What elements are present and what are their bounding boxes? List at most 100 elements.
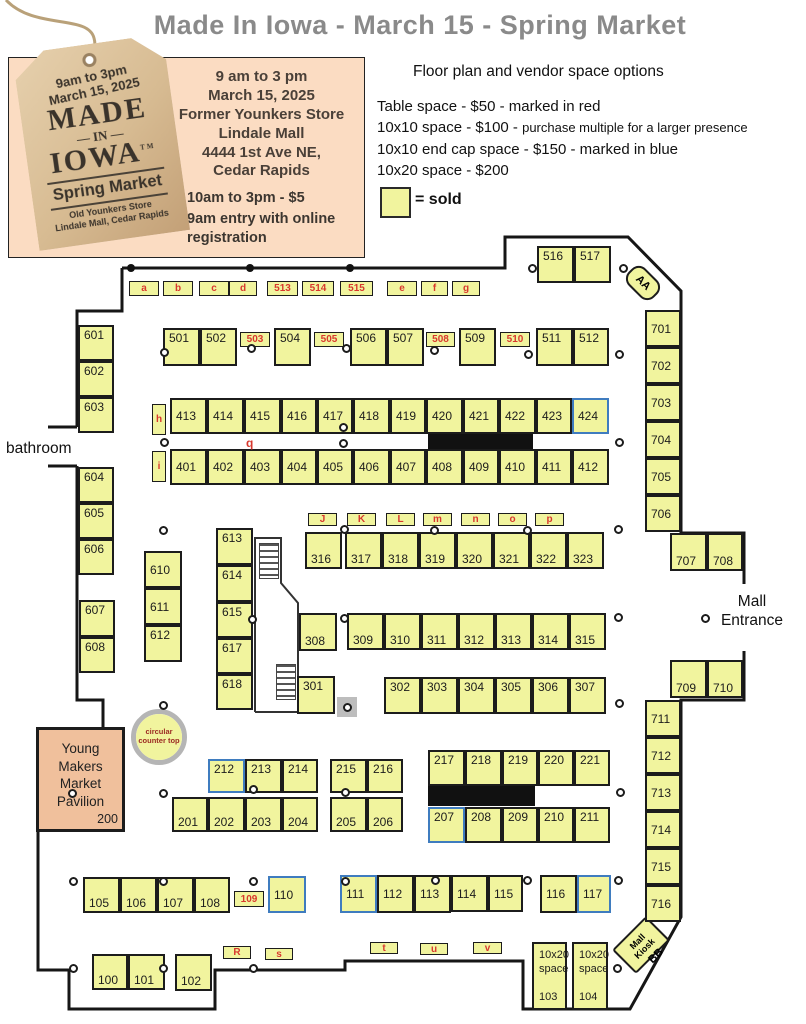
space-305: 305 bbox=[495, 677, 532, 714]
admission-early: 9am entry with online registration bbox=[187, 210, 369, 248]
bathroom-label: bathroom bbox=[6, 440, 72, 457]
sold-label: = sold bbox=[415, 191, 462, 208]
space-705: 705 bbox=[645, 458, 681, 495]
space-323: 323 bbox=[567, 532, 604, 569]
space-109: 109 bbox=[234, 891, 264, 907]
wall-post bbox=[127, 264, 135, 272]
space-604: 604 bbox=[78, 467, 114, 503]
legend-10x20-space: 10x20 space - $200 bbox=[377, 161, 509, 179]
space-701: 701 bbox=[645, 310, 681, 347]
space-200-pavilion: Young Makers Market Pavilion 200 bbox=[36, 727, 125, 832]
space-517: 517 bbox=[574, 246, 611, 283]
pillar bbox=[159, 789, 168, 798]
space-d: d bbox=[229, 281, 257, 296]
tag-hole bbox=[82, 52, 98, 68]
space-212: 212 bbox=[208, 759, 245, 793]
space-114: 114 bbox=[451, 875, 488, 912]
space-100: 100 bbox=[92, 954, 128, 990]
wall-post bbox=[246, 264, 254, 272]
space-308: 308 bbox=[299, 613, 337, 651]
space-716: 716 bbox=[645, 885, 681, 922]
space-606: 606 bbox=[78, 539, 114, 575]
pillar bbox=[249, 785, 258, 794]
space-610: 610 bbox=[144, 551, 182, 588]
space-421: 421 bbox=[463, 398, 499, 434]
space-112: 112 bbox=[377, 875, 414, 913]
space-714: 714 bbox=[645, 811, 681, 848]
space-304: 304 bbox=[458, 677, 495, 714]
space-314: 314 bbox=[532, 613, 569, 650]
space-414: 414 bbox=[207, 398, 244, 434]
space-207: 207 bbox=[428, 807, 465, 843]
space-202: 202 bbox=[208, 797, 245, 832]
event-info-text: 9 am to 3 pm March 15, 2025 Former Younk… bbox=[164, 68, 359, 181]
pillar bbox=[616, 788, 625, 797]
space-516: 516 bbox=[537, 246, 574, 283]
space-310: 310 bbox=[384, 613, 421, 650]
space-408: 408 bbox=[426, 449, 463, 485]
space-512: 512 bbox=[573, 328, 609, 366]
space-411: 411 bbox=[536, 449, 572, 485]
space-511: 511 bbox=[536, 328, 573, 366]
space-306: 306 bbox=[532, 677, 569, 714]
space-211: 211 bbox=[574, 807, 610, 843]
space-423: 423 bbox=[536, 398, 572, 434]
space-t: t bbox=[370, 942, 398, 954]
space-218: 218 bbox=[465, 750, 502, 786]
pillar bbox=[524, 350, 533, 359]
space-110: 110 bbox=[268, 876, 306, 913]
space-602: 602 bbox=[78, 361, 114, 397]
space-301: 301 bbox=[297, 676, 335, 714]
mall-entrance-label: Mall Entrance bbox=[720, 593, 784, 630]
pillar bbox=[340, 614, 349, 623]
pillar bbox=[69, 964, 78, 973]
space-510: 510 bbox=[500, 332, 530, 347]
space-116: 116 bbox=[540, 875, 577, 913]
space-204: 204 bbox=[282, 797, 318, 832]
space-q: q bbox=[246, 436, 254, 450]
pillar bbox=[69, 877, 78, 886]
pillar bbox=[249, 877, 258, 886]
space-317: 317 bbox=[345, 532, 382, 569]
space-707: 707 bbox=[670, 533, 707, 571]
space-s: s bbox=[265, 948, 293, 960]
space-b: b bbox=[163, 281, 193, 296]
pillar bbox=[523, 876, 532, 885]
legend-10x10-space: 10x10 space - $100 - purchase multiple f… bbox=[377, 119, 748, 137]
space-c: c bbox=[199, 281, 229, 296]
admission-general: 10am to 3pm - $5 bbox=[187, 189, 369, 208]
space-505: 505 bbox=[314, 332, 344, 347]
space-514: 514 bbox=[302, 281, 334, 296]
space-219: 219 bbox=[502, 750, 538, 786]
space-214: 214 bbox=[282, 759, 318, 793]
space-320: 320 bbox=[456, 532, 493, 569]
sold-color-swatch bbox=[380, 187, 411, 218]
space-312: 312 bbox=[458, 613, 495, 650]
info-time: 9 am to 3 pm bbox=[215, 68, 308, 85]
space-K: K bbox=[347, 513, 376, 526]
space-208: 208 bbox=[465, 807, 502, 843]
info-mall: Lindale Mall bbox=[218, 124, 305, 142]
space-615: 615 bbox=[216, 602, 253, 638]
space-501: 501 bbox=[163, 328, 200, 366]
space-n: n bbox=[461, 513, 490, 526]
space-302: 302 bbox=[384, 677, 421, 714]
space-507: 507 bbox=[387, 328, 424, 366]
pillar bbox=[160, 348, 169, 357]
pillar bbox=[430, 346, 439, 355]
pillar bbox=[613, 964, 622, 973]
space-601: 601 bbox=[78, 325, 114, 361]
space-409: 409 bbox=[463, 449, 499, 485]
space-209: 209 bbox=[502, 807, 538, 843]
space-613: 613 bbox=[216, 528, 253, 565]
space-608: 608 bbox=[79, 637, 115, 673]
space-618: 618 bbox=[216, 674, 253, 710]
space-711: 711 bbox=[645, 700, 681, 737]
space-703: 703 bbox=[645, 384, 681, 421]
space-111: 111 bbox=[340, 875, 377, 913]
space-303: 303 bbox=[421, 677, 458, 714]
space-215: 215 bbox=[330, 759, 367, 793]
space-201: 201 bbox=[172, 797, 208, 832]
